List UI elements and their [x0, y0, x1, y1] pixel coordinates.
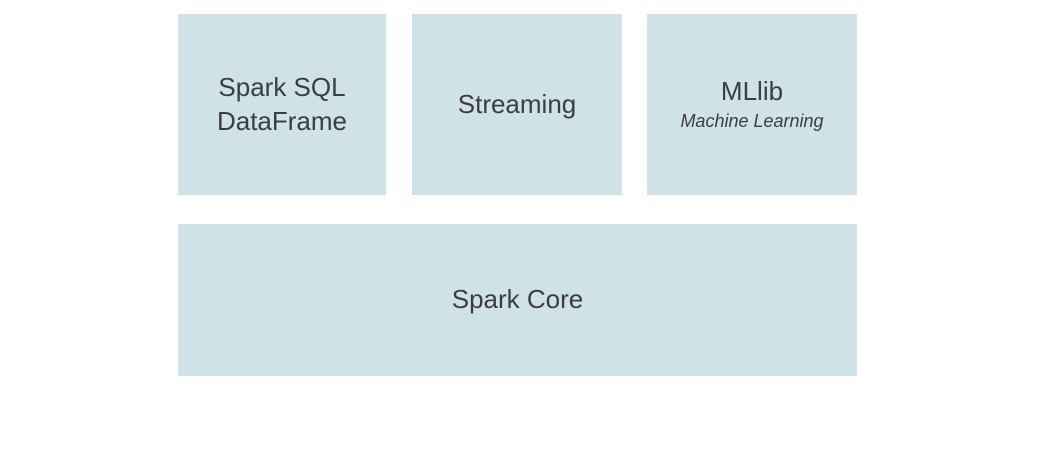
box-streaming: Streaming [412, 14, 622, 195]
spark-sql-label-line1: Spark SQL [218, 71, 346, 102]
streaming-label: Streaming [457, 88, 577, 119]
box-mllib: MLlib Machine Learning [647, 14, 857, 195]
box-spark-sql-dataframe: Spark SQL DataFrame [178, 14, 386, 195]
mllib-sublabel: Machine Learning [680, 110, 824, 131]
spark-core-label: Spark Core [451, 284, 584, 315]
box-spark-core: Spark Core [178, 224, 857, 376]
mllib-label: MLlib [720, 76, 784, 106]
spark-sql-label-line2: DataFrame [216, 105, 348, 136]
